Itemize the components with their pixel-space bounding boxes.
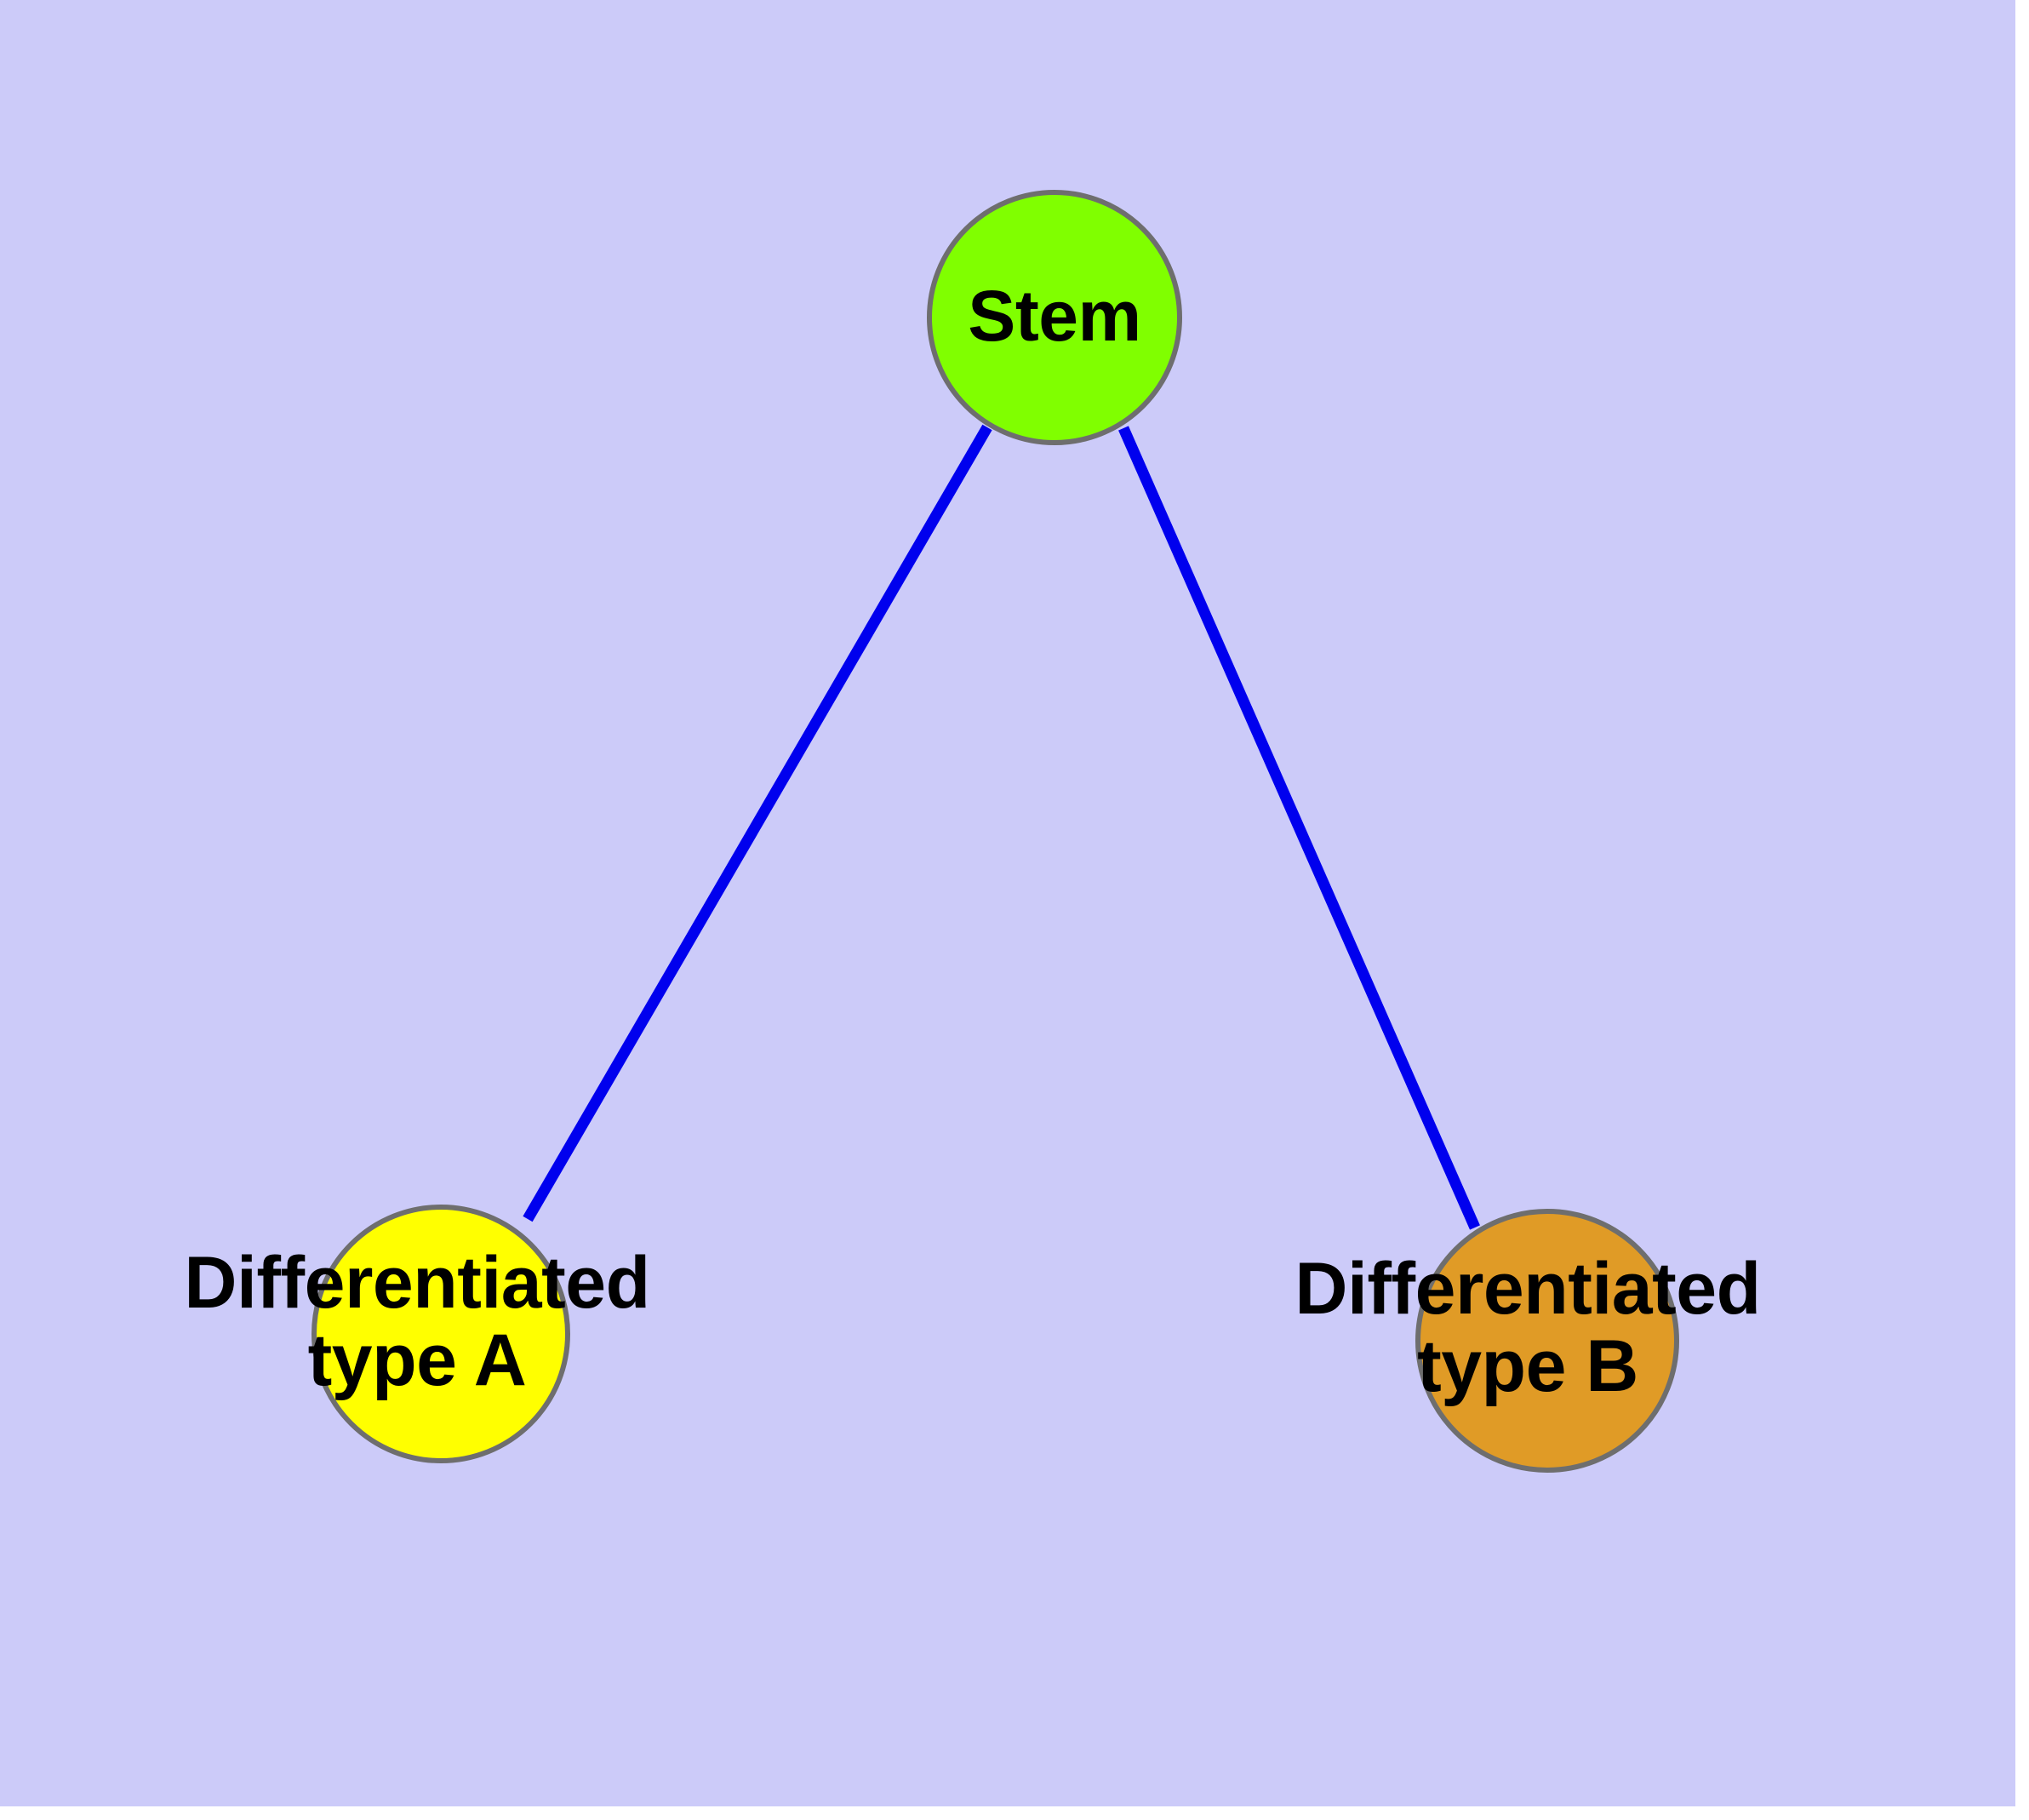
node-diff-type-a[interactable] — [311, 1205, 570, 1463]
node-stem[interactable] — [927, 190, 1182, 445]
node-diff-type-b[interactable] — [1415, 1209, 1679, 1473]
edge-stem-to-type-b — [1118, 426, 1480, 1230]
edge-stem-to-type-a — [523, 424, 992, 1222]
